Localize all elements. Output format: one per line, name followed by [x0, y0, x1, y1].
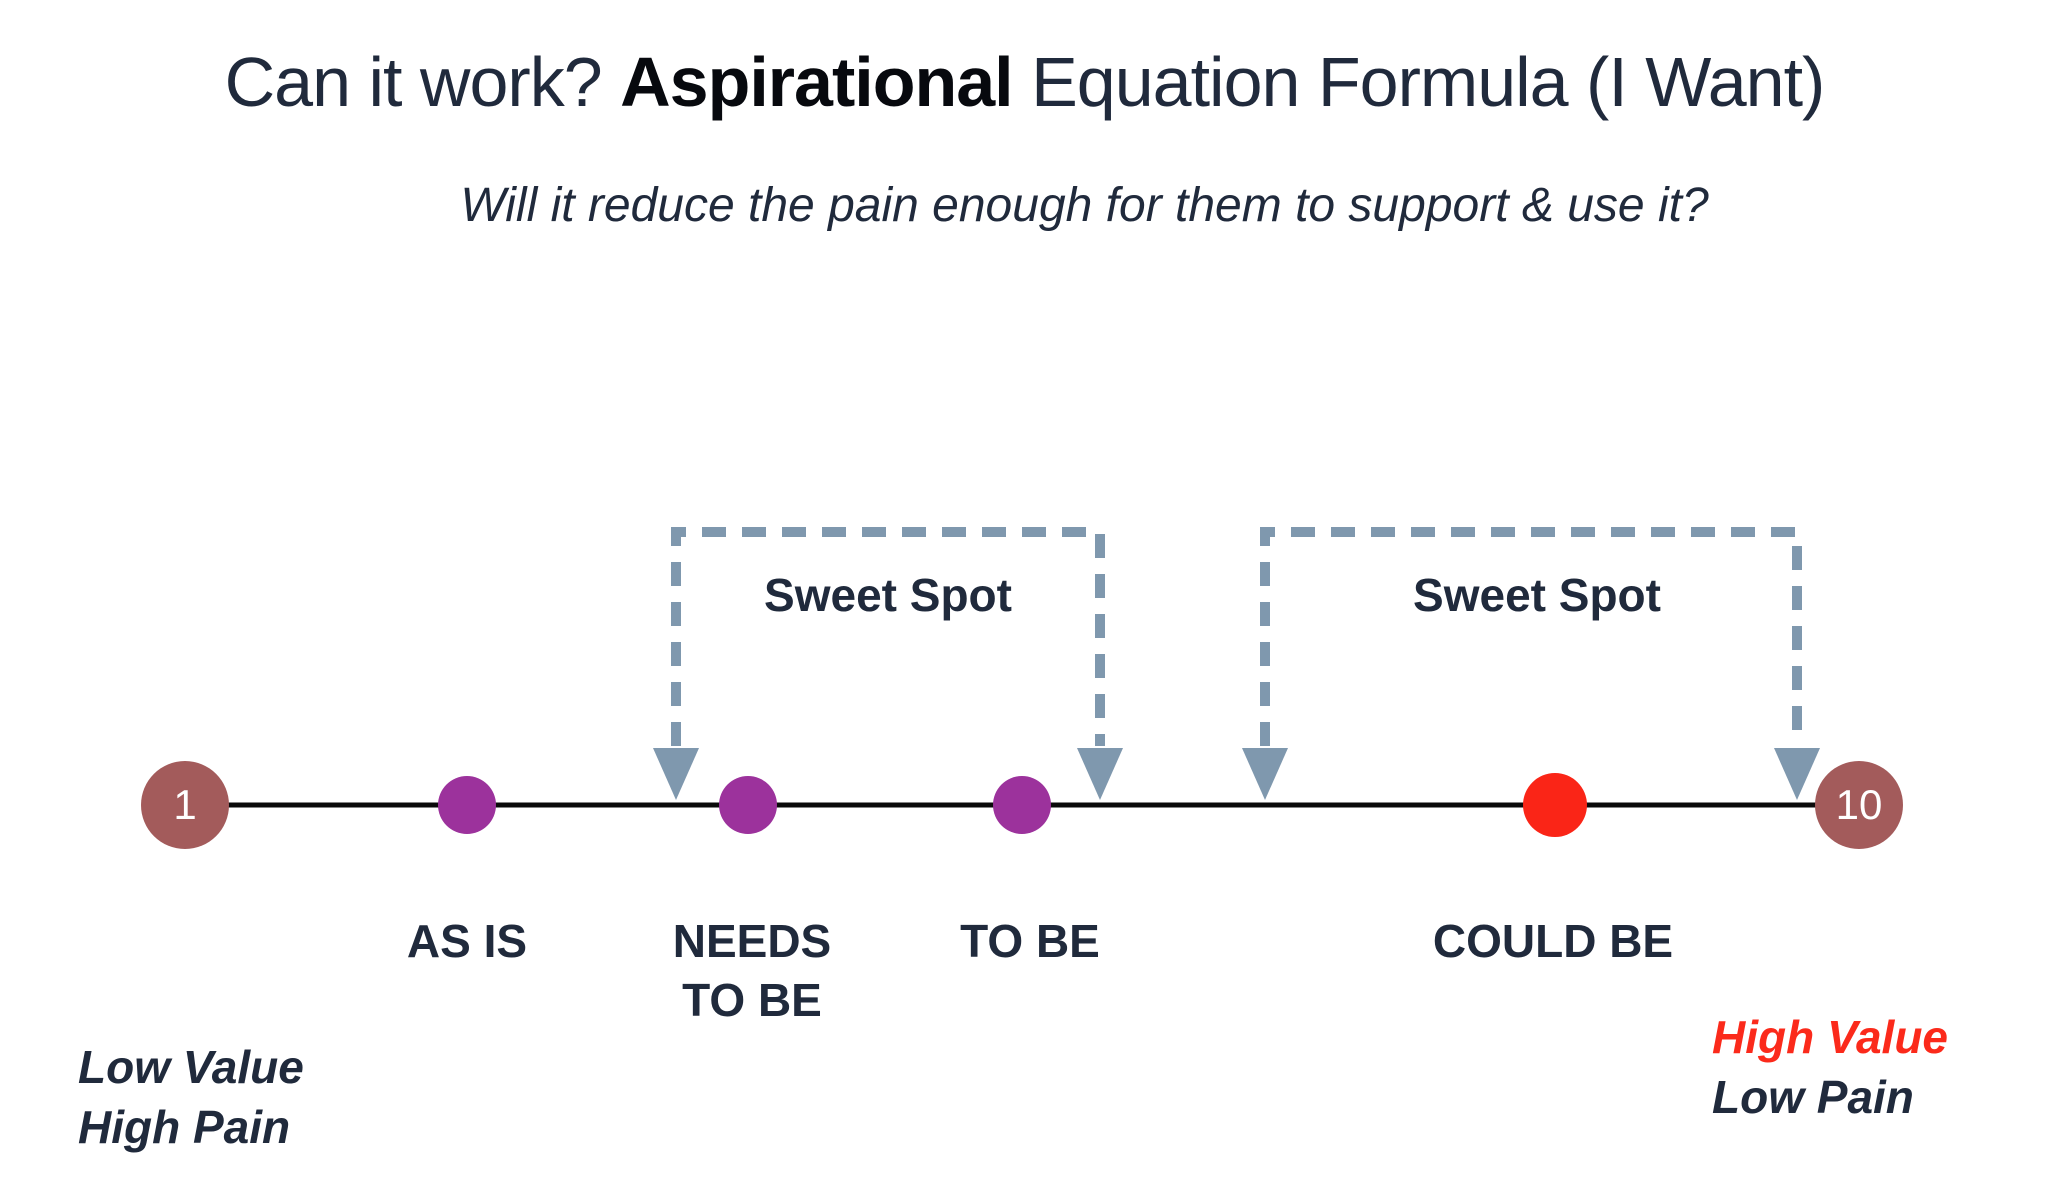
sweet-spot-label-right: Sweet Spot	[1413, 569, 1661, 621]
corner-low-value-high-pain: Low Value High Pain	[78, 1038, 304, 1158]
point-label-needs-to-be: NEEDS TO BE	[672, 915, 832, 1026]
point-label-as-is: AS IS	[406, 915, 528, 967]
title-emphasis: Aspirational	[620, 43, 1014, 121]
endpoint-max-value: 10	[1835, 781, 1883, 828]
timeline-dot-to-be	[993, 776, 1051, 834]
timeline-dot-needs-to-be	[719, 776, 777, 834]
sweet-spot-label-left: Sweet Spot	[764, 569, 1012, 621]
arrow-down-icon	[1077, 748, 1123, 800]
point-label-to-be: TO BE	[960, 915, 1100, 967]
endpoint-min-value: 1	[173, 781, 197, 828]
corner-left-line1: Low Value	[78, 1041, 304, 1093]
timeline-endpoint-max: 10	[1815, 761, 1903, 849]
title-pre: Can it work?	[224, 43, 621, 121]
corner-right-line2: Low Pain	[1712, 1070, 1914, 1123]
timeline-endpoint-min: 1	[141, 761, 229, 849]
timeline-dot-could-be	[1523, 773, 1587, 837]
timeline-dot-as-is	[438, 776, 496, 834]
point-label-could-be: COULD BE	[1432, 915, 1674, 967]
title-post: Equation Formula (I Want)	[1012, 43, 1825, 121]
corner-left-line2: High Pain	[78, 1100, 291, 1153]
subtitle: Will it reduce the pain enough for them …	[460, 179, 1709, 232]
page-title: Can it work? Aspirational Equation Formu…	[0, 42, 2049, 122]
arrow-down-icon	[653, 748, 699, 800]
corner-high-value-low-pain: High Value Low Pain	[1712, 1008, 1948, 1128]
corner-right-line1: High Value	[1712, 1011, 1948, 1063]
sweet-spot-bracket-right	[1260, 527, 1802, 746]
sweet-spot-bracket-left	[671, 527, 1105, 746]
arrow-down-icon	[1242, 748, 1288, 800]
arrow-down-icon	[1774, 748, 1820, 800]
